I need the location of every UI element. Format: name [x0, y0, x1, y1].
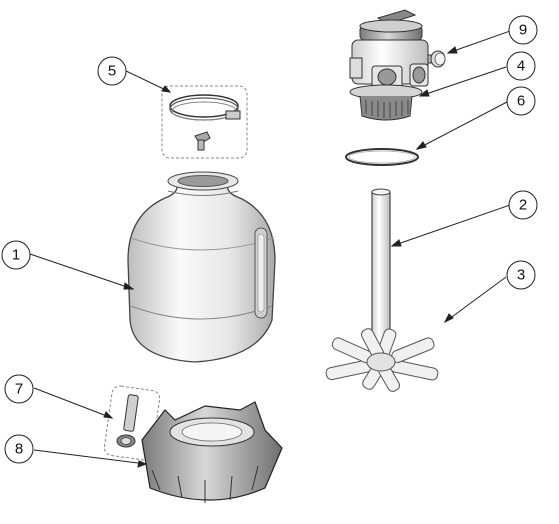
callout-label: 1 — [12, 247, 20, 264]
center-pipe-icon — [371, 188, 391, 353]
clamp-icon — [169, 94, 241, 151]
callout-5: 5 — [97, 56, 127, 86]
o-ring-icon — [345, 148, 419, 166]
callout-2: 2 — [508, 190, 538, 220]
callout-label: 8 — [15, 441, 23, 458]
callout-4: 4 — [506, 51, 536, 81]
callout-label: 6 — [517, 93, 525, 110]
callout-label: 7 — [15, 381, 23, 398]
callout-9: 9 — [508, 15, 538, 45]
callout-label: 5 — [108, 63, 116, 80]
multiport-valve-icon — [349, 9, 429, 121]
tank-base-icon — [141, 401, 283, 503]
leader-lines — [29, 30, 511, 468]
callout-1: 1 — [1, 240, 31, 270]
callout-label: 2 — [519, 197, 527, 214]
filter-tank-icon — [127, 171, 276, 363]
callout-label: 3 — [517, 267, 525, 284]
callout-8: 8 — [4, 434, 34, 464]
callout-7: 7 — [4, 374, 34, 404]
drain-plug-icon — [116, 394, 139, 448]
callout-label: 4 — [517, 58, 525, 75]
laterals-icon — [325, 328, 439, 392]
callout-6: 6 — [506, 86, 536, 116]
callout-3: 3 — [506, 260, 536, 290]
callout-label: 9 — [519, 22, 527, 39]
